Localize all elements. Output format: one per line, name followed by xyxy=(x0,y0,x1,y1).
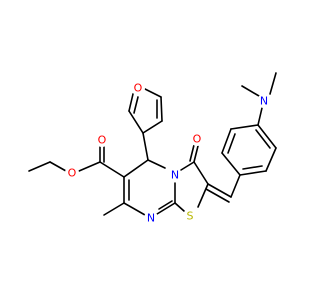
bond xyxy=(158,200,173,210)
atom-o-ester-carbonyl: O xyxy=(95,133,109,147)
bond xyxy=(230,124,259,130)
bond xyxy=(99,161,125,178)
bond xyxy=(142,120,163,134)
atom-n-ring: N xyxy=(168,168,182,182)
atom-n-imine: N xyxy=(144,211,158,225)
bond xyxy=(123,159,149,178)
bond xyxy=(205,188,230,203)
bond xyxy=(142,87,162,98)
bond xyxy=(189,144,195,162)
bond xyxy=(142,132,149,161)
bond xyxy=(207,183,232,198)
bond xyxy=(147,159,166,169)
bond xyxy=(221,152,241,176)
bond xyxy=(239,170,267,176)
atom-o-ketone: O xyxy=(190,132,204,146)
atom-labels: O O O O N N S N xyxy=(65,81,271,225)
atom-o-furan: O xyxy=(131,81,145,95)
nitrogen-label: N xyxy=(147,212,155,225)
bond xyxy=(241,85,260,97)
bond xyxy=(180,161,195,171)
bond xyxy=(49,161,67,172)
bond xyxy=(221,128,232,154)
bond xyxy=(123,202,146,216)
bond xyxy=(78,161,101,172)
oxygen-label: O xyxy=(193,133,202,146)
atom-o-ester-ether: O xyxy=(65,166,79,180)
bond xyxy=(269,72,277,95)
bond xyxy=(227,133,236,154)
bond xyxy=(197,183,209,208)
sulfur-label: S xyxy=(187,210,194,223)
bond xyxy=(128,93,134,112)
bond xyxy=(103,202,125,216)
bond xyxy=(257,107,263,126)
atom-n-dimethylamino: N xyxy=(257,94,271,108)
bond xyxy=(230,174,241,198)
molecule-structure: O O O O N N S N xyxy=(28,72,277,225)
bond xyxy=(242,165,263,170)
bonds xyxy=(28,72,277,216)
bond xyxy=(156,202,176,215)
oxygen-label: O xyxy=(98,134,107,147)
bond xyxy=(265,147,277,172)
bond xyxy=(255,129,271,149)
bond xyxy=(128,110,144,134)
bond xyxy=(133,96,139,114)
nitrogen-label: N xyxy=(171,169,179,182)
oxygen-label: O xyxy=(68,167,77,180)
bond xyxy=(28,161,51,172)
bond xyxy=(160,96,163,122)
nitrogen-label: N xyxy=(260,95,268,108)
bond xyxy=(257,124,277,149)
bond xyxy=(193,145,199,163)
atom-s-thiazole: S xyxy=(183,209,197,223)
bond xyxy=(193,161,209,185)
oxygen-label: O xyxy=(134,82,143,95)
bond xyxy=(174,202,185,212)
